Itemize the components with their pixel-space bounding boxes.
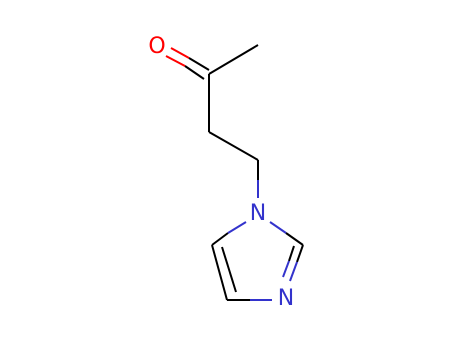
- bond-n1-c2: [269, 221, 304, 246]
- bond-ch2-ch2: [208, 131, 259, 161]
- bond-c2-n3-double: [282, 244, 304, 282]
- nitrogen-1-atom-label: N: [250, 201, 266, 226]
- oxygen-atom-label: O: [148, 34, 165, 59]
- bond-carbonyl-methyl: [208, 44, 259, 75]
- nitrogen-3-atom-label: N: [278, 286, 294, 311]
- bond-c4-c5-double: [211, 244, 237, 301]
- bond-c5-n1: [211, 221, 247, 246]
- carbonyl-double-bond: [165, 47, 210, 80]
